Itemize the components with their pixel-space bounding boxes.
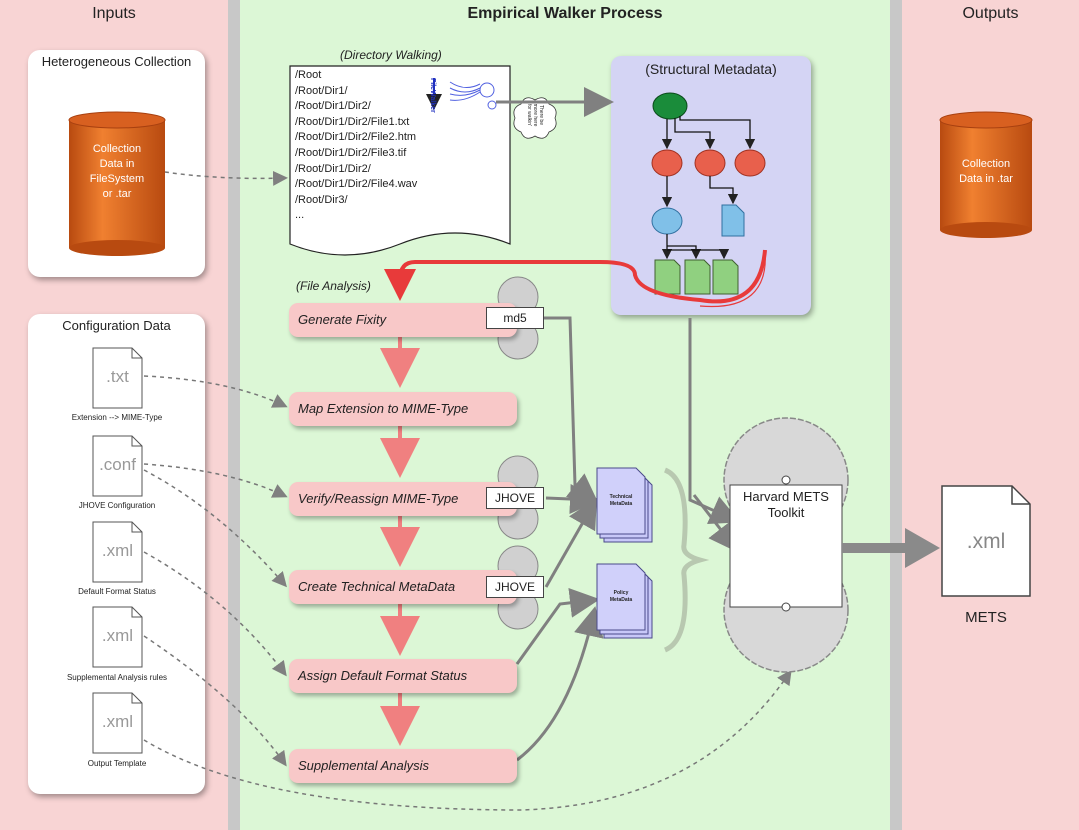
step-label: Supplemental Analysis (298, 758, 430, 773)
technical-metadata-label: Technical MetaData (597, 494, 645, 508)
cylinder-line: Collection (961, 158, 1011, 170)
directory-paths: /Root /Root/Dir1/ /Root/Dir1/Dir2/ /Root… (295, 68, 417, 224)
step-label: Assign Default Format Status (298, 668, 468, 683)
doc-line: Technical (609, 494, 633, 500)
path-line: /Root/Dir1/Dir2/ (295, 100, 371, 113)
divider (228, 0, 240, 830)
cloud-text: There be more here for walkin' (526, 96, 544, 134)
collection-panel-title: Heterogeneous Collection (41, 54, 192, 69)
txt-file-ext: .txt (106, 367, 129, 386)
path-line: /Root/Dir1/Dir2/File4.wav (295, 178, 418, 191)
path-line: /Root/Dir1/Dir2/File3.tif (295, 146, 407, 159)
xml-file-caption: Output Template (87, 759, 147, 768)
path-line: /Root/Dir1/Dir2/File2.htm (295, 131, 417, 144)
step-label: Map Extension to MIME-Type (298, 401, 469, 416)
mets-xml-ext: .xml (966, 530, 1006, 553)
divider (890, 0, 902, 830)
collection-cylinder (68, 111, 166, 256)
directory-listing-page (289, 65, 557, 256)
process-header: Empirical Walker Process (467, 5, 663, 22)
xml-file-caption: Supplemental Analysis rules (66, 673, 168, 682)
step-label: Verify/Reassign MIME-Type (298, 491, 459, 506)
directory-walking-label: (Directory Walking) (340, 48, 442, 62)
structure-tree (651, 92, 766, 295)
xml-file-ext: .xml (101, 541, 134, 560)
xml-file-ext: .xml (101, 626, 134, 645)
step-verify-mime: Verify/Reassign MIME-Type (289, 482, 517, 516)
xml-file-caption: Default Format Status (78, 587, 156, 596)
conf-file-caption: JHOVE Configuration (78, 501, 156, 510)
cylinder-line: Collection (92, 143, 142, 155)
config-file-icons (92, 347, 143, 754)
mets-caption: METS (965, 609, 1007, 626)
mets-document-icon (941, 485, 1031, 597)
step-generate-fixity: Generate Fixity (289, 303, 517, 337)
technical-metadata-doc (596, 467, 653, 543)
path-line: /Root (295, 69, 322, 81)
cloud-line: more here (532, 103, 538, 127)
policy-metadata-doc (596, 563, 653, 639)
step-default-format: Assign Default Format Status (289, 659, 517, 693)
outputs-header: Outputs (962, 5, 1019, 22)
toolkit-gears (723, 417, 849, 673)
cylinder-line: or .tar (102, 188, 132, 200)
cylinder-line: Data in .tar (959, 173, 1013, 185)
toolkit-label: Harvard METS Toolkit (730, 489, 842, 521)
step-create-tech-metadata: Create Technical MetaData (289, 570, 517, 604)
output-cylinder-label: Collection Data in .tar (940, 157, 1032, 187)
txt-file-caption: Extension --> MIME-Type (71, 413, 163, 422)
step-label: Create Technical MetaData (298, 579, 456, 594)
jhove-tool: JHOVE (486, 576, 544, 598)
output-cylinder (939, 111, 1033, 238)
step-label: Generate Fixity (298, 312, 387, 327)
file-analysis-label: (File Analysis) (296, 279, 371, 293)
structural-metadata-panel: (Structural Metadata) (611, 56, 811, 315)
conf-file-ext: .conf (99, 455, 136, 474)
doc-line: MetaData (609, 597, 633, 603)
collection-cylinder-label: Collection Data in FileSystem or .tar (69, 142, 165, 202)
toolkit-line: Toolkit (767, 505, 805, 520)
structural-label: (Structural Metadata) (645, 61, 777, 77)
doc-line: Policy (613, 590, 629, 596)
cloud-line: There be (538, 104, 544, 125)
xml-file-ext: .xml (101, 712, 134, 731)
filewalker-label: FileWalker (429, 78, 436, 113)
step-map-extension: Map Extension to MIME-Type (289, 392, 517, 426)
path-line: /Root/Dir1/Dir2/File1.txt (295, 115, 410, 128)
cylinder-line: FileSystem (89, 173, 145, 185)
policy-metadata-label: Policy MetaData (597, 590, 645, 604)
config-panel-title: Configuration Data (62, 318, 171, 333)
step-supplemental: Supplemental Analysis (289, 749, 517, 783)
cylinder-line: Data in (99, 158, 135, 170)
cloud-line: for walkin' (526, 103, 532, 127)
path-line: /Root/Dir1/ (295, 84, 348, 97)
doc-line: MetaData (609, 501, 633, 507)
inputs-header: Inputs (92, 5, 136, 22)
path-line: /Root/Dir1/Dir2/ (295, 162, 371, 175)
jhove-tool: JHOVE (486, 487, 544, 509)
md5-tool: md5 (486, 307, 544, 329)
path-line: /Root/Dir3/ (295, 193, 348, 206)
toolkit-line: Harvard METS (743, 489, 829, 504)
path-line: ... (295, 209, 305, 222)
